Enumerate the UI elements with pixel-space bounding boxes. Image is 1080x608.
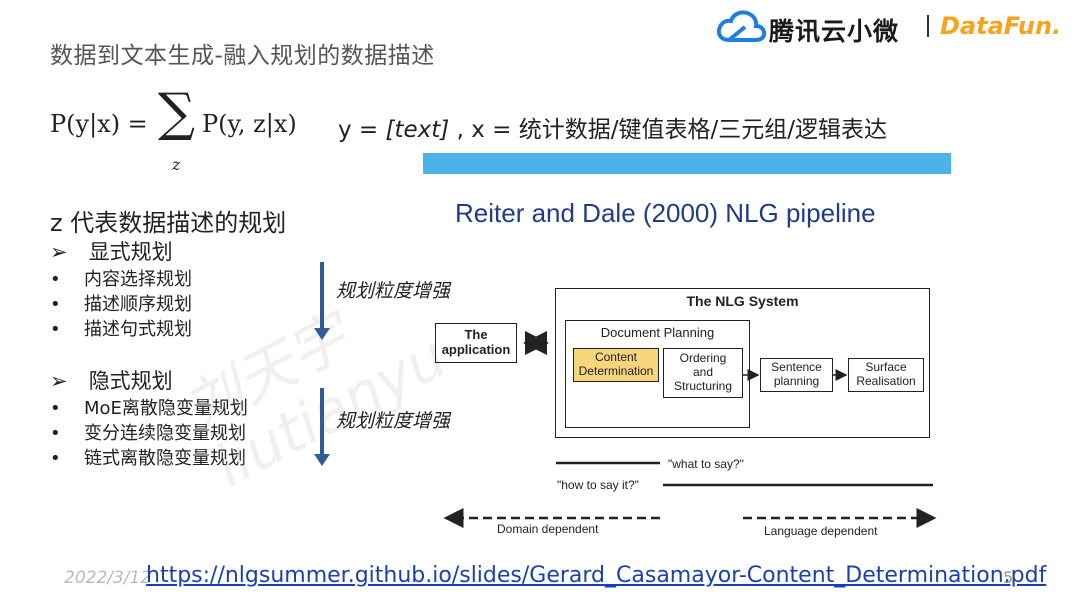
list-item: •内容选择规划 (50, 269, 192, 290)
reference-link[interactable]: https://nlgsummer.github.io/slides/Gerar… (146, 563, 1047, 588)
formula-subscript: z (172, 155, 181, 174)
list-item: •链式离散隐变量规划 (50, 448, 246, 469)
logo-divider (927, 15, 929, 37)
what-to-say-label: "what to say?" (668, 457, 744, 471)
z-heading: z 代表数据描述的规划 (50, 209, 287, 237)
brand-tencent-xiaowei: 腾讯云小微 (769, 17, 900, 46)
how-to-say-label: "how to say it?" (557, 478, 639, 492)
granularity-arrow-icon (314, 388, 330, 466)
page-number: 5 (1003, 568, 1014, 587)
slide-title: 数据到文本生成-融入规划的数据描述 (50, 43, 435, 69)
list-item: •变分连续隐变量规划 (50, 423, 246, 444)
sigma-symbol: ∑ (158, 83, 196, 143)
document-planning-label: Document Planning (600, 325, 715, 340)
list-item: •MoE离散隐变量规划 (50, 398, 248, 419)
brand-datafun: DataFun. (940, 12, 1062, 40)
list-item: •描述顺序规划 (50, 294, 192, 315)
arrow-bullet-icon: ➢ (50, 240, 68, 264)
granularity-label: 规划粒度增强 (336, 410, 451, 432)
formula-rhs: P(y, z|x) (202, 110, 297, 138)
formula-lhs: P(y|x) = (50, 110, 148, 138)
nlg-system-box (555, 288, 930, 438)
implicit-heading: ➢ 隐式规划 (50, 369, 173, 393)
language-dependent-label: Language dependent (764, 524, 878, 538)
tencent-cloud-logo-icon (715, 10, 767, 48)
list-item: •描述句式规划 (50, 319, 192, 340)
accent-bar (423, 153, 951, 174)
slide-date: 2022/3/12 (64, 568, 152, 588)
arrow-bullet-icon: ➢ (50, 369, 68, 393)
nlg-system-label: The NLG System (686, 293, 799, 309)
granularity-arrow-icon (314, 262, 330, 340)
diagram-title: Reiter and Dale (2000) NLG pipeline (455, 198, 876, 228)
explicit-heading: ➢ 显式规划 (50, 240, 173, 264)
formula: P(y|x) = ∑ z P(y, z|x) (50, 83, 350, 175)
formula-definition: y = [text] , x = 统计数据/键值表格/三元组/逻辑表达 (338, 117, 887, 143)
granularity-label: 规划粒度增强 (336, 280, 451, 302)
domain-dependent-label: Domain dependent (497, 522, 599, 536)
